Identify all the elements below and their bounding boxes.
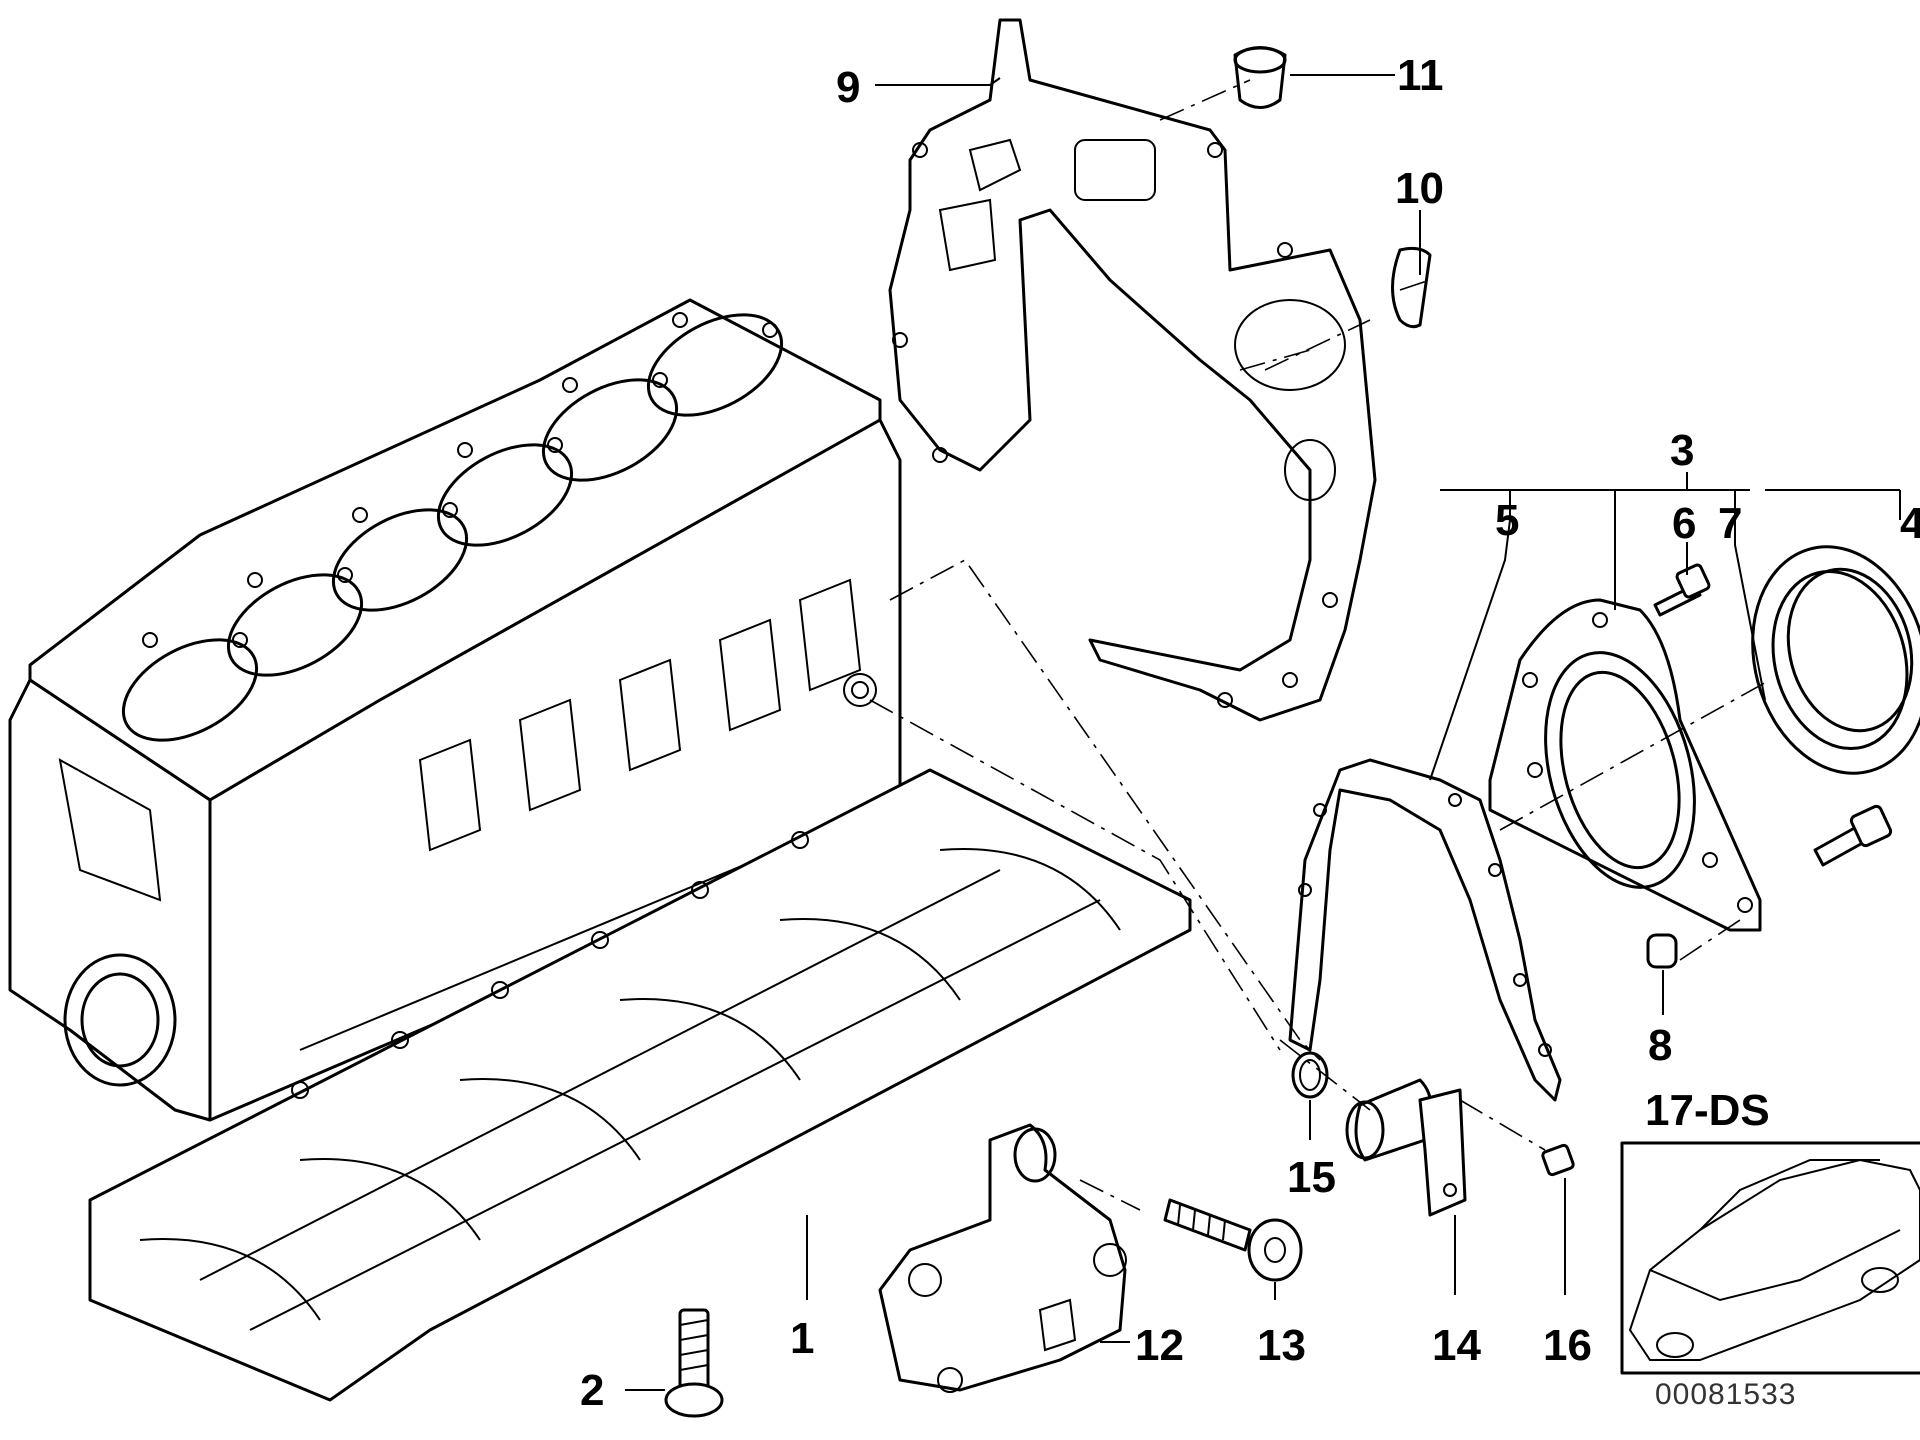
sensor-14 (1345, 1078, 1467, 1217)
label-3: 3 (1670, 426, 1694, 475)
plate-10 (1391, 246, 1432, 329)
label-8: 8 (1648, 1021, 1672, 1070)
label-1: 1 (790, 1314, 814, 1363)
label-10: 10 (1395, 164, 1444, 213)
label-2: 2 (580, 1366, 604, 1415)
label-16: 16 (1543, 1321, 1592, 1370)
label-4: 4 (1900, 499, 1920, 548)
label-7: 7 (1718, 499, 1742, 548)
label-6: 6 (1672, 499, 1696, 548)
bracket-12 (878, 1123, 1127, 1393)
seal-housing (1488, 598, 1762, 932)
seal-ring (1751, 545, 1920, 775)
plug-11 (1233, 46, 1287, 109)
bolt-6 (1653, 563, 1711, 617)
label-13: 13 (1257, 1321, 1306, 1370)
sealing-ring-15 (1291, 1051, 1329, 1099)
label-5: 5 (1495, 496, 1519, 545)
bedplate (88, 768, 1192, 1402)
engine-block (8, 298, 902, 1122)
bolt-13 (1163, 1198, 1303, 1282)
inset-title: 17-DS (1645, 1086, 1770, 1135)
label-12: 12 (1135, 1321, 1184, 1370)
bolt-2 (664, 1308, 724, 1418)
label-15: 15 (1287, 1153, 1336, 1202)
rear-gasket (888, 18, 1377, 722)
cover-gasket (1288, 758, 1562, 1102)
label-9: 9 (836, 63, 860, 112)
label-11: 11 (1397, 51, 1444, 100)
sleeve-8 (1646, 933, 1678, 969)
leader-lines (625, 74, 1901, 1391)
center-lines (869, 79, 1771, 1211)
label-14: 14 (1432, 1321, 1481, 1370)
inset-car (1620, 1141, 1920, 1375)
bolt-16 (1541, 1143, 1575, 1177)
catalog-number: 00081533 (1655, 1378, 1796, 1411)
bolt-side (1813, 804, 1893, 867)
